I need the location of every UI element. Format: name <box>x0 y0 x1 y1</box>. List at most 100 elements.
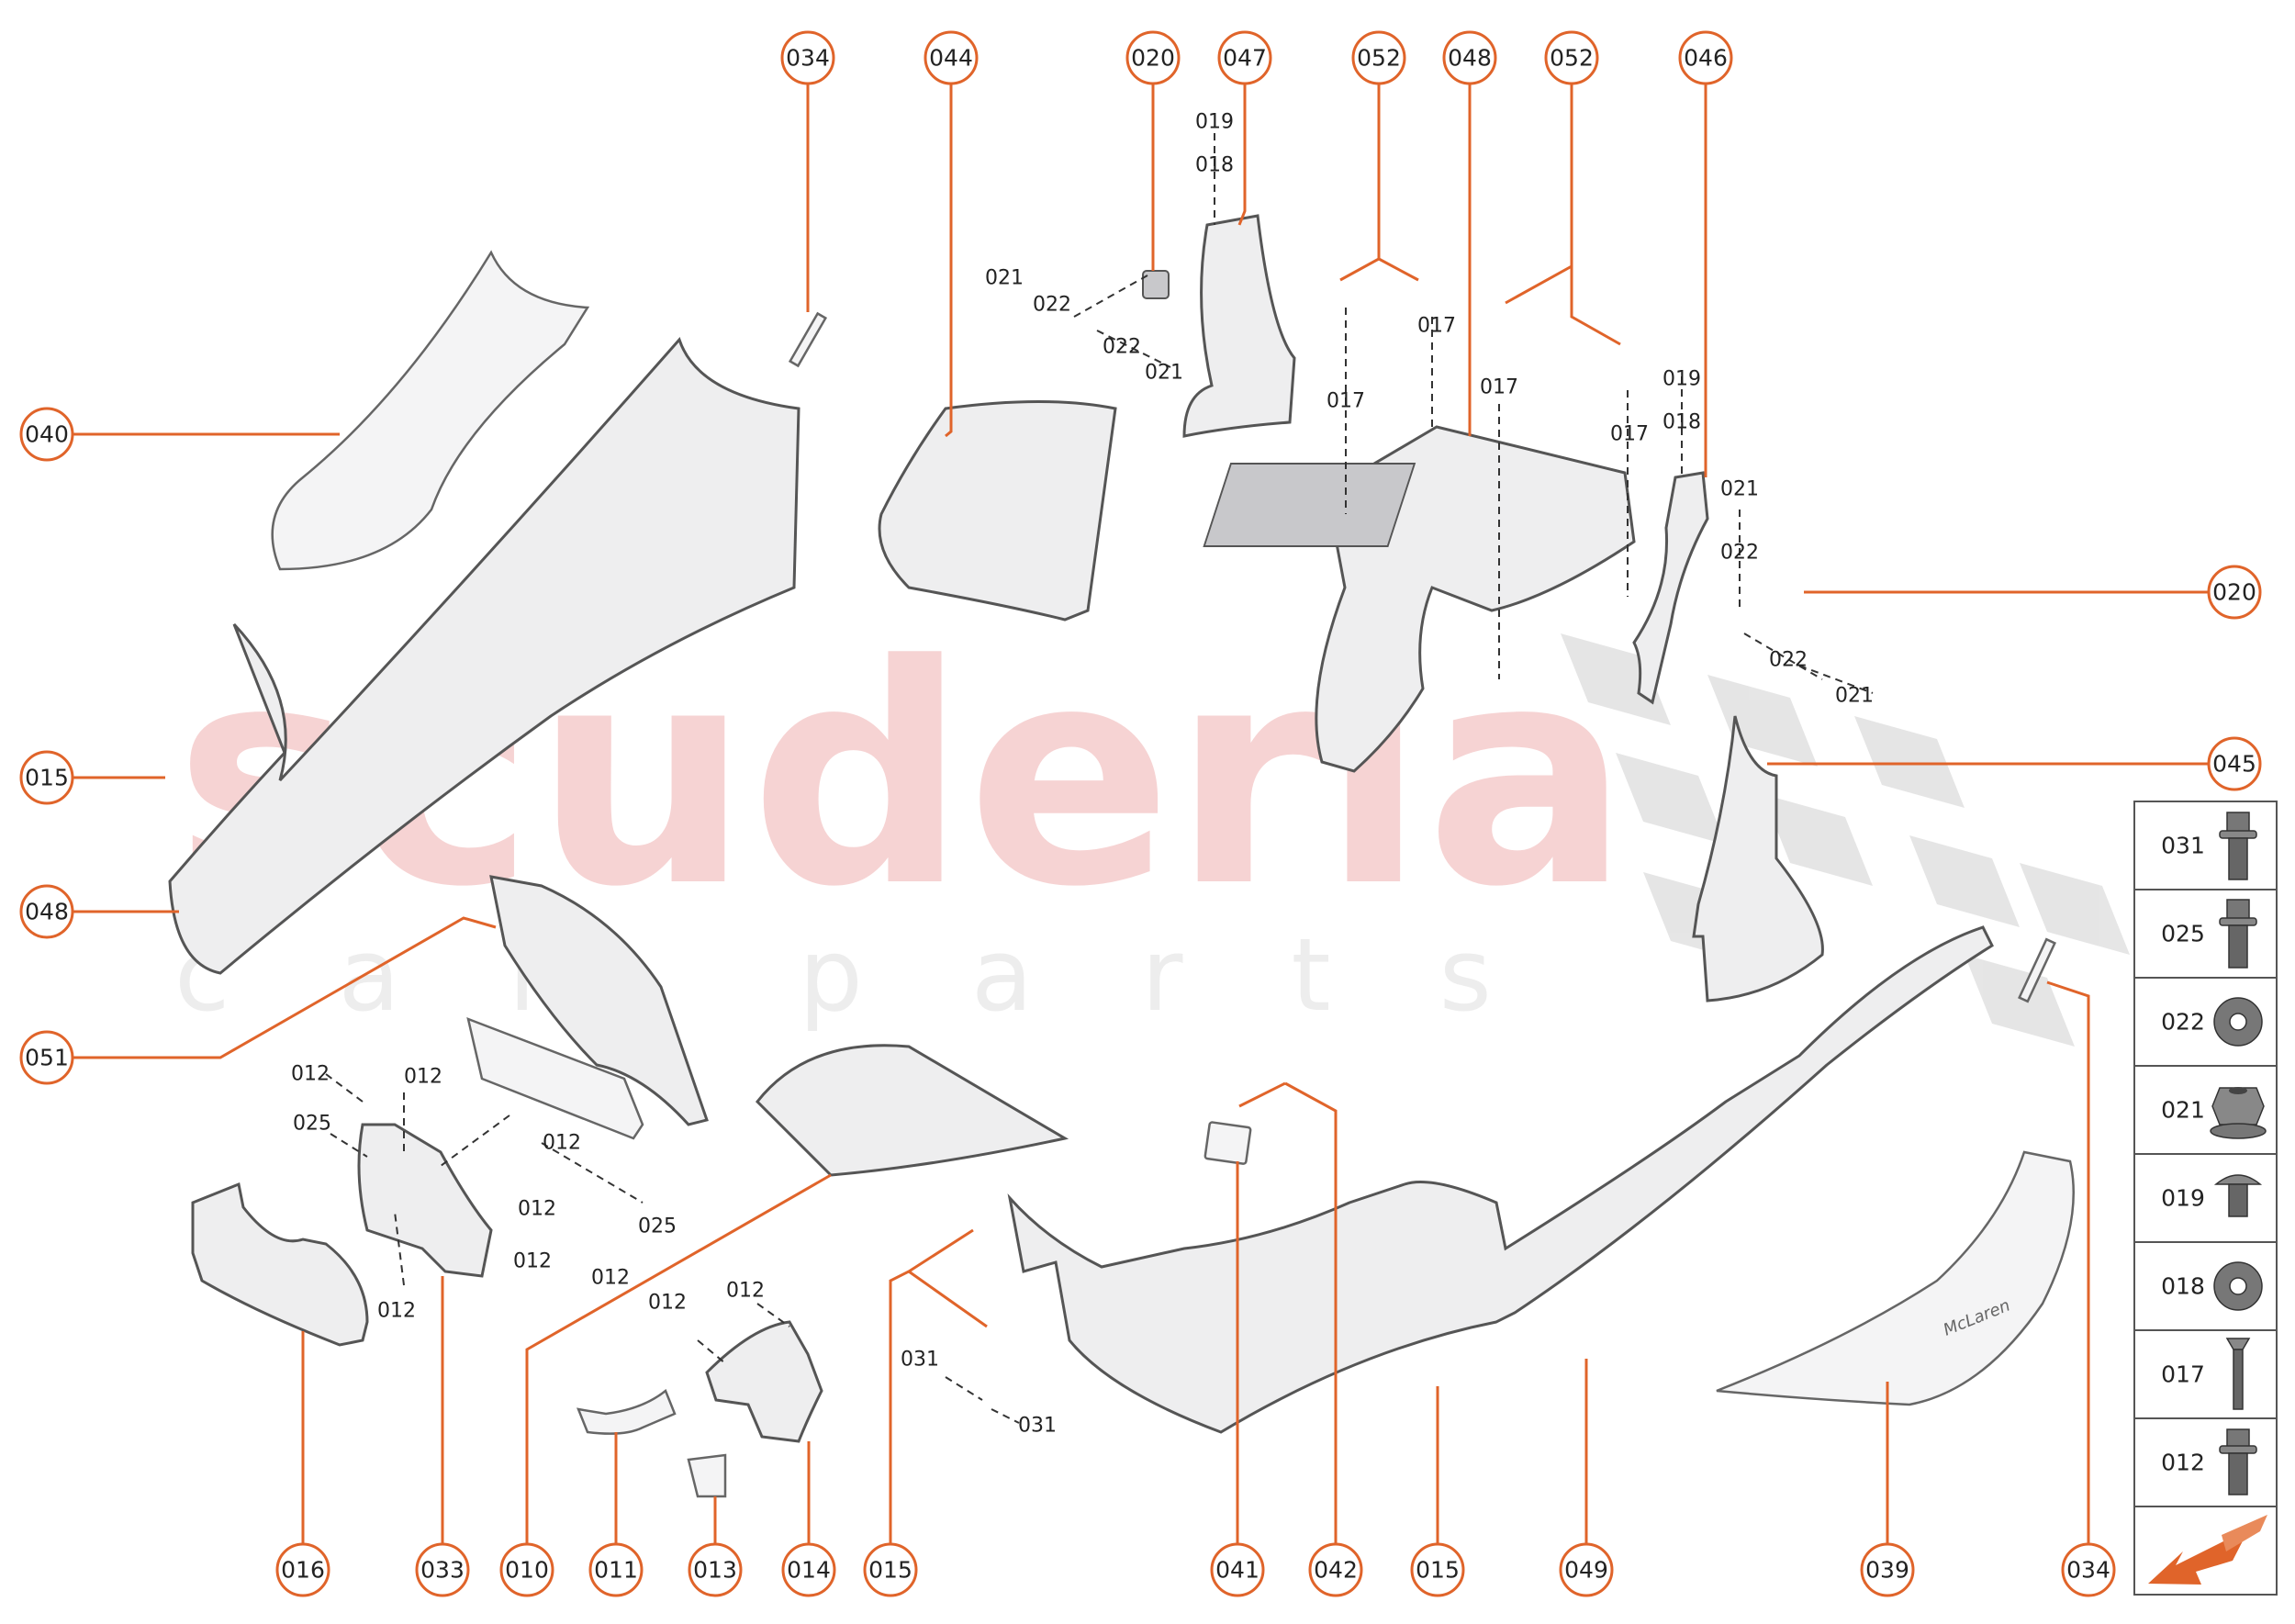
hw-label: 022 <box>1033 294 1071 317</box>
hw-label: 019 <box>1195 111 1234 134</box>
hw-label: 025 <box>638 1215 677 1238</box>
part-013-clip <box>687 1453 727 1498</box>
part-020-clip <box>1142 270 1170 299</box>
callout-044[interactable]: 044 <box>924 30 979 85</box>
hw-label: 017 <box>1417 315 1456 338</box>
hw-label: 022 <box>1769 649 1808 672</box>
hw-label: 017 <box>1327 390 1365 413</box>
flange-bolt-icon <box>2219 812 2257 880</box>
countersunk-screw-icon <box>2225 1338 2251 1410</box>
hw-label: 018 <box>1195 154 1234 177</box>
svg-text:044: 044 <box>929 45 973 72</box>
washer-icon <box>2213 997 2263 1047</box>
washer-icon <box>2213 1261 2263 1311</box>
hw-label: 012 <box>291 1063 330 1086</box>
callout-010[interactable]: 010 <box>499 1542 554 1597</box>
hw-label: 019 <box>1662 368 1701 391</box>
svg-text:011: 011 <box>594 1557 638 1584</box>
callout-020-right[interactable]: 020 <box>2207 565 2262 620</box>
callout-047[interactable]: 047 <box>1217 30 1272 85</box>
part-051-panel <box>489 875 709 1126</box>
part-051-strip <box>466 1016 644 1140</box>
hw-label: 025 <box>293 1113 331 1136</box>
svg-text:040: 040 <box>25 421 69 448</box>
flange-bolt-icon <box>2219 899 2257 969</box>
hw-label: 021 <box>1835 685 1874 708</box>
callout-048-top[interactable]: 048 <box>1442 30 1497 85</box>
hw-label: 017 <box>1610 423 1649 446</box>
callout-049[interactable]: 049 <box>1559 1542 1614 1597</box>
svg-text:051: 051 <box>25 1045 69 1071</box>
part-048-door-sill-trim <box>168 337 800 975</box>
hw-label: 022 <box>1103 336 1141 359</box>
hw-label: 021 <box>1720 478 1759 501</box>
legend-code: 022 <box>2161 1009 2205 1036</box>
svg-text:052: 052 <box>1550 45 1594 72</box>
fastener-legend: 031 025 022 021 019 018 017 012 <box>2133 801 2278 1596</box>
svg-text:020: 020 <box>2212 579 2256 606</box>
callout-011[interactable]: 011 <box>588 1542 644 1597</box>
callout-046[interactable]: 046 <box>1678 30 1733 85</box>
callout-015[interactable]: 015 <box>19 750 74 805</box>
hw-label: 022 <box>1720 542 1759 565</box>
hardware-leaders <box>325 133 1874 1424</box>
svg-text:034: 034 <box>786 45 830 72</box>
callout-040[interactable]: 040 <box>19 407 74 462</box>
part-034-strip-right <box>2018 937 2056 1003</box>
callout-052-b[interactable]: 052 <box>1544 30 1599 85</box>
callout-051[interactable]: 051 <box>19 1030 74 1085</box>
callout-048[interactable]: 048 <box>19 884 74 939</box>
svg-text:039: 039 <box>1865 1557 1909 1584</box>
callout-015-b[interactable]: 015 <box>863 1542 918 1597</box>
svg-text:033: 033 <box>420 1557 465 1584</box>
flange-bolt-icon <box>2219 1428 2257 1495</box>
legend-code: 025 <box>2161 921 2205 947</box>
part-046-bracket <box>1632 471 1709 705</box>
legend-code: 019 <box>2161 1185 2205 1212</box>
svg-text:047: 047 <box>1223 45 1267 72</box>
svg-text:015: 015 <box>1416 1557 1460 1584</box>
svg-text:049: 049 <box>1564 1557 1608 1584</box>
legend-code: 021 <box>2161 1097 2205 1124</box>
legend-code: 031 <box>2161 833 2205 859</box>
parts: McLaren <box>168 214 2075 1498</box>
button-screw-icon <box>2213 1174 2263 1217</box>
callout-039[interactable]: 039 <box>1860 1542 1915 1597</box>
svg-text:015: 015 <box>868 1557 912 1584</box>
part-044-panel <box>878 400 1117 622</box>
hw-label: 012 <box>726 1280 765 1303</box>
callout-013[interactable]: 013 <box>688 1542 743 1597</box>
svg-text:048: 048 <box>25 899 69 925</box>
callout-leaders <box>64 81 2208 1561</box>
callout-041[interactable]: 041 <box>1210 1542 1265 1597</box>
callout-015-c[interactable]: 015 <box>1410 1542 1465 1597</box>
svg-text:046: 046 <box>1684 45 1728 72</box>
part-047-bracket <box>1182 214 1296 438</box>
callout-033[interactable]: 033 <box>415 1542 470 1597</box>
svg-text:052: 052 <box>1357 45 1401 72</box>
svg-text:042: 042 <box>1314 1557 1358 1584</box>
hw-label: 012 <box>377 1300 416 1323</box>
callout-034-b[interactable]: 034 <box>2061 1542 2116 1597</box>
callout-034[interactable]: 034 <box>780 30 835 85</box>
hw-label: 012 <box>513 1250 552 1273</box>
callout-014[interactable]: 014 <box>781 1542 836 1597</box>
part-010-pad <box>755 1044 1069 1177</box>
hw-label: 012 <box>404 1066 442 1089</box>
part-048-floor-tray-recess <box>1203 463 1416 547</box>
hw-label: 021 <box>1145 362 1183 385</box>
legend-code: 017 <box>2161 1361 2205 1388</box>
callout-042[interactable]: 042 <box>1308 1542 1363 1597</box>
callout-016[interactable]: 016 <box>275 1542 330 1597</box>
callout-052[interactable]: 052 <box>1351 30 1406 85</box>
hardware-labels: 019 018 021 022 022 021 017 017 017 017 … <box>291 111 1874 1438</box>
part-016-block <box>191 1182 369 1347</box>
legend-code: 012 <box>2161 1450 2205 1476</box>
svg-text:041: 041 <box>1215 1557 1259 1584</box>
svg-text:010: 010 <box>505 1557 549 1584</box>
svg-text:034: 034 <box>2066 1557 2110 1584</box>
svg-text:015: 015 <box>25 765 69 791</box>
part-045-panel <box>1692 715 1824 1002</box>
callout-045[interactable]: 045 <box>2207 736 2262 791</box>
callout-020[interactable]: 020 <box>1125 30 1181 85</box>
